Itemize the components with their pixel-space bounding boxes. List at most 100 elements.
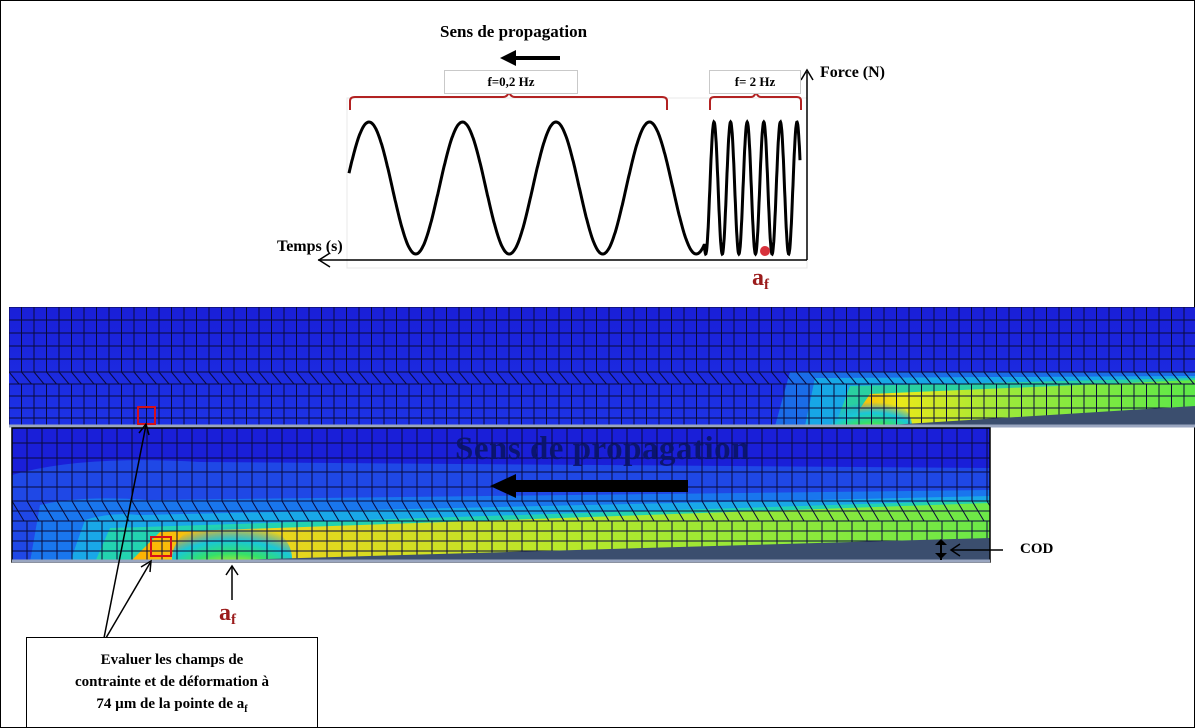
low-frequency-label: f=0,2 Hz xyxy=(444,70,578,94)
evaluation-square-zoom xyxy=(150,536,172,557)
mesh-line xyxy=(633,371,645,385)
mesh-line xyxy=(521,371,532,385)
mesh-line xyxy=(656,500,670,522)
mesh-line xyxy=(9,371,20,385)
mesh-line xyxy=(946,371,957,385)
mesh-line xyxy=(371,500,385,522)
mesh-line xyxy=(408,371,420,385)
mesh-line xyxy=(641,500,655,522)
mesh-line xyxy=(266,500,280,522)
mesh-line xyxy=(1096,371,1107,385)
mesh-line xyxy=(26,500,40,522)
mesh-line xyxy=(346,371,357,385)
af-label-fem-sub: f xyxy=(231,612,236,628)
mesh-line xyxy=(806,500,820,522)
plot-propagation-title: Sens de propagation xyxy=(440,22,588,41)
time-axis-label: Temps (s) xyxy=(277,238,343,255)
mesh-line xyxy=(686,500,700,522)
mesh-line xyxy=(146,371,157,385)
mesh-line xyxy=(1158,371,1170,385)
mesh-line xyxy=(108,371,120,385)
force-waveform xyxy=(347,119,802,257)
fem-global-mesh-lines xyxy=(9,307,1195,426)
mesh-line xyxy=(171,371,182,385)
mesh-line xyxy=(1121,371,1132,385)
mesh-line xyxy=(506,500,520,522)
mesh-line xyxy=(283,371,295,385)
mesh-line xyxy=(246,371,257,385)
mesh-line xyxy=(983,371,995,385)
force-time-plot xyxy=(317,50,814,269)
mesh-line xyxy=(183,371,195,385)
mesh-line xyxy=(536,500,550,522)
mesh-line xyxy=(508,371,520,385)
mesh-line xyxy=(446,500,460,522)
mesh-line xyxy=(1033,371,1045,385)
fem-mesh-global xyxy=(9,307,1195,426)
mesh-line xyxy=(958,371,970,385)
zoom-propagation-arrow-shaft xyxy=(510,480,688,492)
mesh-line xyxy=(221,500,235,522)
evaluation-note-box: Evaluer les champs de contrainte et de d… xyxy=(26,637,318,728)
mesh-line xyxy=(611,500,625,522)
mesh-line xyxy=(358,371,370,385)
cod-down-arrow-icon xyxy=(935,553,947,559)
mesh-line xyxy=(431,500,445,522)
mesh-line xyxy=(371,371,382,385)
note-line-3-sub: f xyxy=(244,704,248,715)
mesh-line xyxy=(326,500,340,522)
mesh-line xyxy=(58,371,70,385)
fem-global-crack-face xyxy=(872,406,1195,426)
mesh-line xyxy=(71,500,85,522)
mesh-line xyxy=(658,371,670,385)
mesh-line xyxy=(206,500,220,522)
mesh-line xyxy=(333,371,345,385)
mesh-line xyxy=(461,500,475,522)
mesh-line xyxy=(1083,371,1095,385)
mesh-line xyxy=(281,500,295,522)
mesh-line xyxy=(1183,371,1195,385)
mesh-line xyxy=(758,371,770,385)
mesh-line xyxy=(521,500,535,522)
mesh-line xyxy=(191,500,205,522)
mesh-line xyxy=(383,371,395,385)
mesh-line xyxy=(986,500,990,507)
mesh-line xyxy=(233,371,245,385)
mesh-line xyxy=(581,500,595,522)
mesh-line xyxy=(996,371,1007,385)
mesh-line xyxy=(176,500,190,522)
mesh-line xyxy=(1133,371,1145,385)
mesh-line xyxy=(926,500,940,522)
mesh-line xyxy=(571,371,582,385)
mesh-line xyxy=(86,500,100,522)
mesh-line xyxy=(1021,371,1032,385)
mesh-line xyxy=(1071,371,1082,385)
mesh-line xyxy=(881,500,895,522)
mesh-line xyxy=(583,371,595,385)
mesh-line xyxy=(196,371,207,385)
mesh-line xyxy=(296,371,307,385)
mesh-line xyxy=(446,371,457,385)
fem-mesh-zoom xyxy=(12,428,990,562)
note-line-3-text: 74 µm de la pointe de a xyxy=(96,696,245,712)
mesh-line xyxy=(96,371,107,385)
mesh-line xyxy=(1008,371,1020,385)
mesh-line xyxy=(71,371,82,385)
af-label-plot-base: a xyxy=(752,265,764,291)
mesh-line xyxy=(558,371,570,385)
mesh-line xyxy=(1058,371,1070,385)
mesh-line xyxy=(646,371,657,385)
mesh-line xyxy=(1146,371,1157,385)
mesh-line xyxy=(731,500,745,522)
mesh-line xyxy=(133,371,145,385)
mesh-line xyxy=(566,500,580,522)
mesh-line xyxy=(56,500,70,522)
mesh-line xyxy=(221,371,232,385)
mesh-line xyxy=(608,371,620,385)
mesh-line xyxy=(836,500,850,522)
mesh-line xyxy=(146,500,160,522)
mesh-line xyxy=(708,371,720,385)
mesh-line xyxy=(458,371,470,385)
mesh-line xyxy=(671,371,682,385)
mesh-line xyxy=(356,500,370,522)
